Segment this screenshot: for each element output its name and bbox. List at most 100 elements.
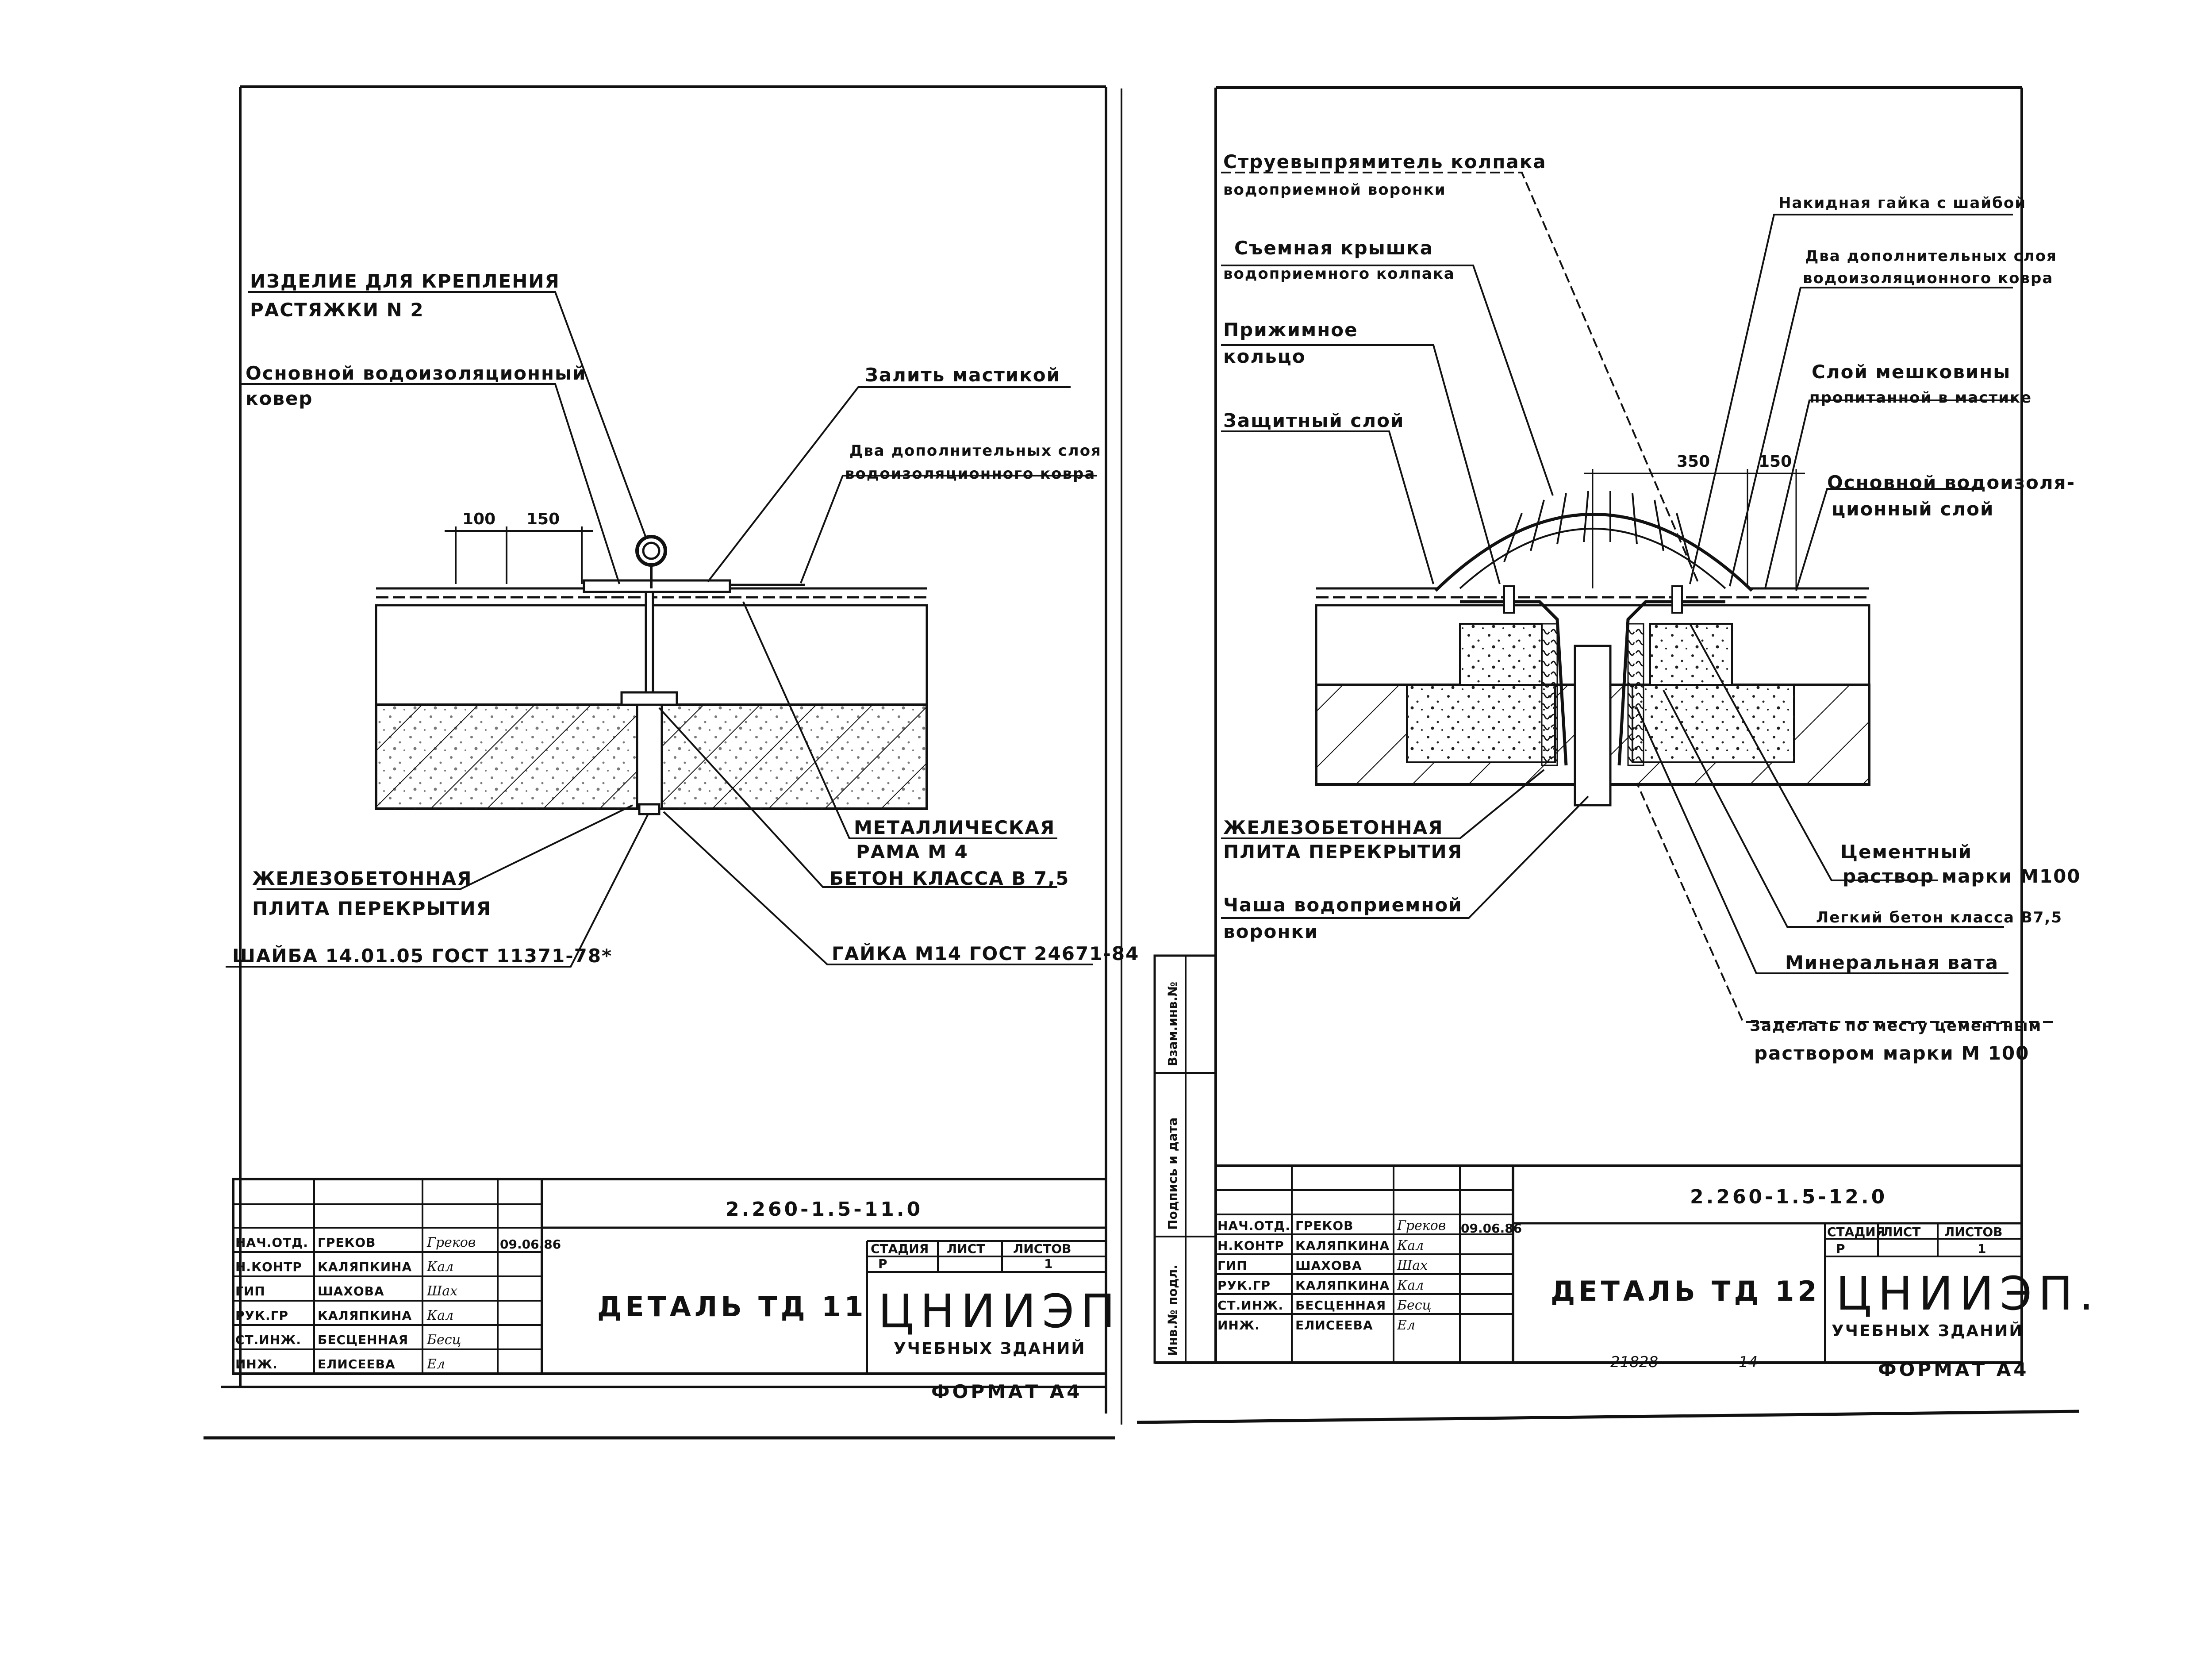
- left-label-two-layers-2: водоизоляционного ковра: [845, 465, 1095, 483]
- right-label-main-carpet-1: Основной водоизоля-: [1827, 472, 2075, 493]
- side-stamp-replace: Взам.инв.№: [1165, 982, 1180, 1066]
- staff-name: КАЛЯПКИНА: [1295, 1238, 1390, 1253]
- staff-name: БЕСЦЕННАЯ: [1295, 1298, 1386, 1313]
- staff-role: Н.КОНТР: [1217, 1238, 1284, 1253]
- right-label-bowl-2: воронки: [1223, 921, 1318, 942]
- right-label-mineral-wool: Минеральная вата: [1785, 952, 1999, 973]
- staff-name: КАЛЯПКИНА: [318, 1308, 412, 1323]
- staff-name: ШАХОВА: [318, 1284, 384, 1298]
- right-drawing-code: 2.260-1.5-12.0: [1690, 1186, 1887, 1208]
- left-label-main-carpet-1: Основной водоизоляционный: [246, 362, 586, 384]
- right-title-block: 2.260-1.5-12.0 ДЕТАЛЬ ТД 12 СТАДИЯ ЛИСТ …: [1214, 1164, 2100, 1364]
- left-label-fastening-1: ИЗДЕЛИЕ ДЛЯ КРЕПЛЕНИЯ: [250, 270, 560, 292]
- right-stage-value: Р: [1836, 1241, 1845, 1256]
- staff-signature: Бесц: [1397, 1298, 1432, 1313]
- right-approval-date: 09.06.86: [1461, 1221, 1522, 1236]
- right-union-nut-right: [1671, 585, 1683, 614]
- left-drawing-code: 2.260-1.5-11.0: [726, 1198, 923, 1221]
- left-sheet: 100 150 ИЗДЕЛИЕ ДЛЯ КРЕПЛЕНИЯ РАСТЯЖКИ N…: [204, 85, 1139, 1440]
- left-stage-header: СТАДИЯ: [871, 1241, 929, 1256]
- staff-signature: Кал: [426, 1259, 453, 1275]
- right-stage-header: СТАДИЯ: [1827, 1225, 1885, 1239]
- staff-signature: Греков: [426, 1235, 476, 1250]
- right-sheet-header: ЛИСТ: [1882, 1225, 1920, 1239]
- right-label-bowl-1: Чаша водоприемной: [1223, 894, 1463, 916]
- left-label-metal-frame-1: МЕТАЛЛИЧЕСКАЯ: [854, 817, 1055, 838]
- staff-role: Н.КОНТР: [235, 1260, 302, 1274]
- left-label-slab-2: ПЛИТА ПЕРЕКРЫТИЯ: [252, 898, 492, 919]
- staff-role: ИНЖ.: [1217, 1318, 1260, 1333]
- right-label-main-carpet-2: ционный слой: [1832, 498, 1994, 520]
- staff-signature: Кал: [1397, 1278, 1424, 1293]
- right-sheets-header: ЛИСТОВ: [1944, 1225, 2002, 1239]
- right-label-slab-2: ПЛИТА ПЕРЕКРЫТИЯ: [1223, 841, 1463, 863]
- left-label-concrete-class: БЕТОН КЛАССА В 7,5: [830, 868, 1069, 889]
- left-label-metal-frame-2: РАМА М 4: [856, 841, 968, 863]
- staff-signature: Бесц: [426, 1332, 461, 1348]
- staff-name: ЕЛИСЕЕВА: [318, 1357, 396, 1371]
- right-leader-lines: [1221, 172, 2053, 1023]
- right-label-two-layers-2: водоизоляционного ковра: [1803, 269, 2053, 287]
- left-label-slab-1: ЖЕЛЕЗОБЕТОННАЯ: [252, 868, 472, 889]
- right-side-stamp: Взам.инв.№ Подпись и дата Инв.№ подл.: [1153, 954, 1217, 1364]
- left-label-main-carpet-2: ковер: [246, 388, 313, 409]
- right-dome-ribs: [1503, 491, 1691, 562]
- right-dim-150: 150: [1759, 453, 1792, 471]
- left-reinforcement-patch: [583, 579, 731, 593]
- right-handwritten-note-2: 14: [1739, 1353, 1758, 1371]
- staff-name: ШАХОВА: [1295, 1258, 1362, 1273]
- staff-signature: Шах: [1397, 1258, 1428, 1273]
- left-org-name: ЦНИИЭП: [878, 1284, 1121, 1338]
- staff-role: НАЧ.ОТД.: [1217, 1218, 1290, 1233]
- staff-name: КАЛЯПКИНА: [318, 1260, 412, 1274]
- left-label-two-layers-1: Два дополнительных слоя: [849, 442, 1102, 460]
- right-handwritten-note-1: 21828: [1610, 1353, 1658, 1371]
- right-label-cement-2: раствор марки М100: [1843, 865, 2081, 887]
- left-label-nut: ГАЙКА М14 ГОСТ 24671-84: [832, 942, 1139, 964]
- right-drawing-title: ДЕТАЛЬ ТД 12: [1551, 1275, 1820, 1307]
- staff-signature: Шах: [426, 1283, 457, 1299]
- left-concrete-plug: [636, 703, 663, 810]
- right-label-protective: Защитный слой: [1223, 410, 1404, 431]
- right-funnel-bowl: [1460, 600, 1725, 766]
- staff-signature: Ел: [1397, 1318, 1415, 1333]
- left-metal-frame: [620, 691, 678, 706]
- right-label-two-layers-1: Два дополнительных слоя: [1805, 247, 2057, 265]
- right-org-name: ЦНИИЭП.: [1836, 1267, 2100, 1321]
- left-sheet-header: ЛИСТ: [947, 1241, 985, 1256]
- right-mineral-wool-right: [1627, 623, 1644, 766]
- right-label-ring-2: кольцо: [1223, 346, 1306, 367]
- right-label-straightener-1: Струевыпрямитель колпака: [1223, 151, 1547, 173]
- left-roof-section: 100 150: [375, 510, 928, 815]
- staff-name: ГРЕКОВ: [1295, 1218, 1354, 1233]
- side-stamp-sign-date: Подпись и дата: [1165, 1118, 1180, 1230]
- right-label-union-nut: Накидная гайка с шайбой: [1778, 194, 2026, 212]
- staff-name: ЕЛИСЕЕВА: [1295, 1318, 1373, 1333]
- right-label-seal-2: раствором марки М 100: [1754, 1042, 2029, 1064]
- right-roof-funnel-section: 350 150: [1315, 453, 1870, 807]
- left-sheets-header: ЛИСТОВ: [1013, 1241, 1071, 1256]
- left-label-fill-mastic: Залить мастикой: [865, 364, 1060, 386]
- right-sheet-cut-line: [1137, 1410, 2080, 1424]
- staff-signature: Ел: [426, 1356, 445, 1372]
- staff-signature: Кал: [426, 1308, 453, 1323]
- left-drawing-title: ДЕТАЛЬ ТД 11: [597, 1291, 867, 1323]
- staff-name: КАЛЯПКИНА: [1295, 1278, 1390, 1293]
- staff-role: ГИП: [1217, 1258, 1248, 1273]
- right-label-burlap-2: пропитанной в мастике: [1809, 389, 2032, 407]
- staff-role: НАЧ.ОТД.: [235, 1235, 308, 1250]
- right-sheets-total: 1: [1978, 1241, 1986, 1256]
- right-org-subtitle: УЧЕБНЫХ ЗДАНИЙ: [1832, 1321, 2024, 1340]
- left-eye-bolt-ring: [635, 535, 667, 567]
- left-nut: [638, 803, 661, 815]
- left-dim-100: 100: [462, 510, 495, 528]
- right-sheet: Взам.инв.№ Подпись и дата Инв.№ подл.: [1137, 86, 2100, 1424]
- right-format-label: ФОРМАТ А4: [1878, 1359, 2029, 1380]
- left-org-subtitle: УЧЕБНЫХ ЗДАНИЙ: [894, 1339, 1086, 1358]
- staff-role: ИНЖ.: [235, 1357, 278, 1371]
- left-stage-value: Р: [878, 1256, 887, 1271]
- right-label-ring-1: Прижимное: [1223, 319, 1358, 341]
